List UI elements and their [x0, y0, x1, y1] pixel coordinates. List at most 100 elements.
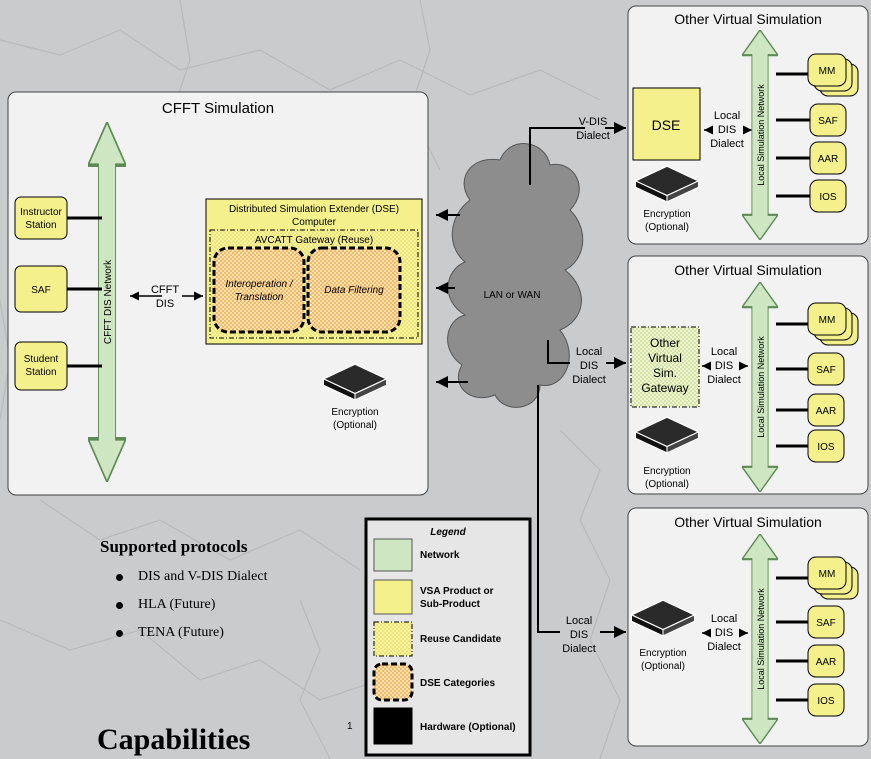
other-sim-3-local-2: DIS	[715, 627, 733, 639]
cfft-dis-label-1: CFFT	[151, 284, 179, 296]
other-sim-3-local-1: Local	[711, 613, 737, 625]
other-sim-1-aar: AAR	[818, 154, 839, 165]
cfft-title: CFFT Simulation	[162, 100, 274, 117]
protocol-item: TENA (Future)	[100, 625, 268, 653]
cfft-dis-network: CFFT DIS Network	[88, 122, 126, 482]
link-bottom-label-2: DIS	[570, 629, 588, 641]
other-sim-1-saf: SAF	[818, 116, 837, 127]
protocols-heading: Supported protocols	[100, 537, 248, 556]
cloud-label: LAN or WAN	[484, 290, 541, 301]
slide-number: 1	[347, 721, 353, 732]
legend-swatch-network	[373, 538, 413, 572]
other-sim-1-ios-box	[809, 179, 847, 213]
link-bottom-label-3: Dialect	[562, 643, 596, 655]
interop-line-2: Translation	[235, 292, 284, 303]
legend-swatch-hardware	[373, 707, 413, 745]
other-sim-1-local-2: DIS	[718, 124, 736, 136]
gateway-title: AVCATT Gateway (Reuse)	[255, 235, 373, 246]
legend-network: Network	[420, 550, 460, 561]
student-line-2: Station	[25, 367, 56, 378]
link-bottom: Local DIS Dialect	[537, 385, 626, 655]
other-sim-3-ios: IOS	[817, 696, 835, 707]
cfft-saf-label: SAF	[31, 285, 50, 296]
other-sim-2-device-4: Gateway	[641, 381, 688, 395]
legend-swatch-vsa	[373, 579, 413, 615]
other-sim-2-enc-2: (Optional)	[645, 479, 689, 490]
link-top-label-2: Dialect	[576, 130, 610, 142]
cfft-simulation-panel: CFFT Simulation CFFT DIS Network Instruc…	[7, 91, 429, 496]
link-middle-label-3: Dialect	[572, 374, 606, 386]
dse-title-1: Distributed Simulation Extender (DSE)	[229, 204, 399, 215]
other-sim-2-device-3: Sim.	[653, 366, 677, 380]
other-sim-2: Other Virtual Simulation Other Virtual S…	[627, 255, 869, 495]
other-sim-3-network-label: Local Simulation Network	[756, 588, 766, 690]
other-sim-1-mm-stack: MM	[807, 53, 859, 97]
link-middle: Local DIS Dialect	[547, 340, 626, 386]
lan-wan-cloud: LAN or WAN	[447, 143, 584, 408]
other-sim-2-title: Other Virtual Simulation	[674, 262, 822, 278]
legend-vsa-2: Sub-Product	[420, 599, 481, 610]
other-sim-3-title: Other Virtual Simulation	[674, 514, 822, 530]
interop-line-1: Interoperation /	[225, 279, 293, 290]
cfft-node-instructor-station: Instructor Station	[14, 196, 102, 240]
protocol-item: HLA (Future)	[100, 597, 268, 625]
legend-vsa-1: VSA Product or	[420, 586, 494, 597]
cfft-enc-2: (Optional)	[333, 420, 377, 431]
other-sim-3-aar: AAR	[816, 657, 837, 668]
cfft-enc-1: Encryption	[331, 407, 378, 418]
other-sim-2-local-1: Local	[711, 346, 737, 358]
other-sim-2-device-1: Other	[650, 336, 680, 350]
other-sim-2-enc-1: Encryption	[643, 466, 690, 477]
legend-hardware: Hardware (Optional)	[420, 722, 516, 733]
legend: Legend Network VSA Product or Sub-Produc…	[364, 517, 532, 757]
other-sim-1-device: DSE	[652, 117, 681, 133]
other-sim-3-local-3: Dialect	[707, 641, 741, 653]
cfft-encryption: Encryption (Optional)	[322, 363, 388, 431]
dse-computer-box: Distributed Simulation Extender (DSE) Co…	[205, 198, 423, 345]
other-sim-1-local-3: Dialect	[710, 138, 744, 150]
other-sim-1-title: Other Virtual Simulation	[674, 11, 822, 27]
other-sim-1-mm: MM	[819, 66, 836, 77]
cfft-node-student-station: Student Station	[14, 341, 102, 391]
cfft-node-saf: SAF	[14, 265, 102, 313]
protocol-item: DIS and V-DIS Dialect	[100, 569, 268, 597]
other-sim-2-local-3: Dialect	[707, 374, 741, 386]
other-sim-1-saf-box	[809, 103, 847, 137]
data-filtering-label: Data Filtering	[324, 285, 384, 296]
link-bottom-label-1: Local	[566, 615, 592, 627]
capabilities-heading: Capabilities	[97, 723, 251, 756]
legend-swatch-reuse	[373, 621, 413, 657]
link-top: V-DIS Dialect	[529, 116, 626, 185]
link-middle-label-2: DIS	[580, 360, 598, 372]
student-line-1: Student	[24, 354, 59, 365]
other-sim-3-mm: MM	[819, 569, 836, 580]
other-sim-2-device-2: Virtual	[648, 351, 682, 365]
link-top-label-1: V-DIS	[579, 116, 608, 128]
other-sim-1-enc-1: Encryption	[643, 209, 690, 220]
other-sim-3-enc-1: Encryption	[639, 648, 686, 659]
other-sim-1: Other Virtual Simulation DSE Encryption …	[627, 5, 869, 245]
cfft-dis-link: CFFT DIS	[130, 284, 203, 310]
other-sim-2-mm-stack: MM	[807, 302, 859, 346]
other-sim-1-aar-box	[809, 141, 847, 175]
instructor-line-1: Instructor	[20, 207, 62, 218]
legend-title: Legend	[430, 527, 466, 538]
supported-protocols: Supported protocols DIS and V-DIS Dialec…	[100, 537, 268, 653]
link-middle-label-1: Local	[576, 346, 602, 358]
legend-swatch-dse	[372, 662, 414, 702]
other-sim-2-mm: MM	[819, 315, 836, 326]
other-sim-3-enc-2: (Optional)	[641, 661, 685, 672]
other-sim-1-local-1: Local	[714, 110, 740, 122]
legend-dse: DSE Categories	[420, 678, 495, 689]
dse-title-2: Computer	[292, 217, 337, 228]
other-sim-3: Other Virtual Simulation Encryption (Opt…	[627, 507, 869, 747]
other-sim-2-local-2: DIS	[715, 360, 733, 372]
other-sim-3-mm-stack: MM	[807, 556, 859, 600]
other-sim-1-enc-2: (Optional)	[645, 222, 689, 233]
cfft-network-label: CFFT DIS Network	[103, 259, 114, 344]
instructor-line-2: Station	[25, 220, 56, 231]
other-sim-2-aar: AAR	[816, 406, 837, 417]
other-sim-3-saf: SAF	[816, 618, 835, 629]
other-sim-1-ios: IOS	[819, 192, 837, 203]
other-sim-2-saf: SAF	[816, 365, 835, 376]
